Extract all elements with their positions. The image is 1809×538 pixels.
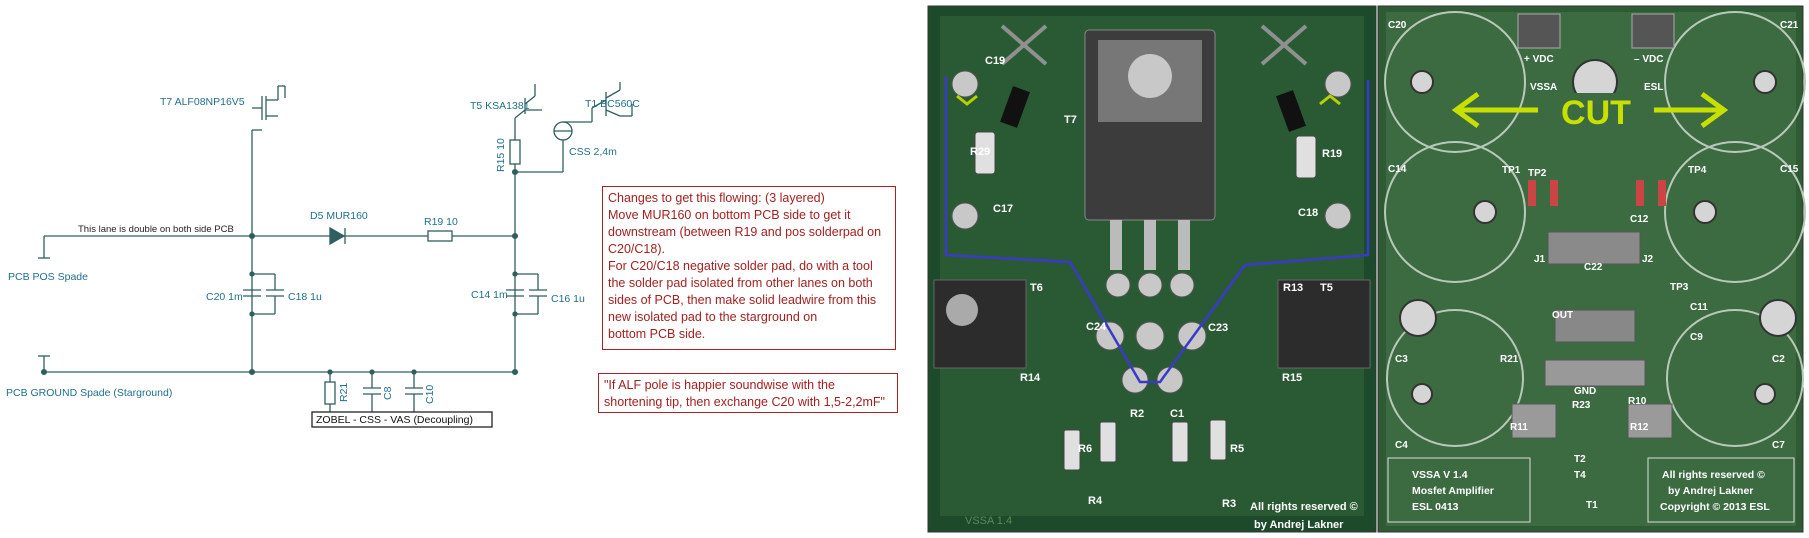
cut-label: CUT xyxy=(1561,94,1631,132)
pcb-label-c21: C21 xyxy=(1780,20,1799,31)
label-c16: C16 1u xyxy=(551,293,585,305)
pcb-label-r19: R19 xyxy=(1322,148,1342,160)
pcb-label-esl: ESL xyxy=(1644,82,1663,93)
change-note-line: bottom PCB side. xyxy=(608,327,706,341)
pcb-label-t6: T6 xyxy=(1030,282,1043,294)
pcb-label-c7: C7 xyxy=(1772,440,1785,451)
change-note-line: new isolated pad to the starground on xyxy=(608,310,818,324)
pcb-label-t2: T2 xyxy=(1574,454,1586,465)
label-ground-spade: PCB GROUND Spade (Starground) xyxy=(6,387,172,399)
pcb-label-r29: R29 xyxy=(970,146,990,158)
pcb-label-c9: C9 xyxy=(1690,332,1703,343)
label-c8: C8 xyxy=(382,386,394,400)
label-zobel-box: ZOBEL - CSS - VAS (Decoupling) xyxy=(316,414,473,426)
pcb-label-c20: C20 xyxy=(1388,20,1407,31)
pcb-label-c1: C1 xyxy=(1170,408,1184,420)
label-d5: D5 MUR160 xyxy=(310,210,368,222)
pcb-label-j2: J2 xyxy=(1642,254,1654,265)
info-right-line-1: All rights reserved © xyxy=(1662,469,1765,481)
pcb-label-c4: C4 xyxy=(1395,440,1408,451)
pcb-label-vdc-pos: + VDC xyxy=(1524,54,1554,65)
change-note-line: C20/C18). xyxy=(608,242,665,256)
pcb-label-r2: R2 xyxy=(1130,408,1144,420)
label-r21: R21 xyxy=(338,383,350,402)
pcb-label-author: by Andrej Lakner xyxy=(1254,519,1344,531)
pcb-label-c22: C22 xyxy=(1584,262,1603,273)
pcb-label-c24: C24 xyxy=(1086,321,1107,333)
pcb-label-c18: C18 xyxy=(1298,207,1318,219)
label-c20: C20 1m xyxy=(206,291,243,303)
pcb-label-r23: R23 xyxy=(1572,400,1591,411)
pcb-label-tp4: TP4 xyxy=(1688,165,1707,176)
pcb-label-t5: T5 xyxy=(1320,282,1333,294)
alf-note-line: "If ALF pole is happier soundwise with t… xyxy=(604,378,835,392)
pcb-label-r3: R3 xyxy=(1222,498,1236,510)
info-left-line-2: Mosfet Amplifier xyxy=(1412,485,1494,497)
pcb-label-r5: R5 xyxy=(1230,443,1244,455)
label-r15: R15 10 xyxy=(495,138,507,172)
change-note-line: the solder pad isolated from other lanes… xyxy=(608,276,873,290)
label-r19: R19 10 xyxy=(424,216,458,228)
info-left-line-1: VSSA V 1.4 xyxy=(1412,469,1468,481)
pcb-label-vdc-neg: – VDC xyxy=(1634,54,1663,65)
pcb-label-r10: R10 xyxy=(1628,396,1647,407)
label-c10: C10 xyxy=(424,385,436,404)
alf-note: "If ALF pole is happier soundwise with t… xyxy=(598,373,898,413)
pcb-label-r14: R14 xyxy=(1020,372,1041,384)
pcb-label-c3: C3 xyxy=(1395,354,1408,365)
info-left-line-3: ESL 0413 xyxy=(1412,501,1459,513)
pcb-label-r15: R15 xyxy=(1282,372,1302,384)
pcb-label-gnd: GND xyxy=(1574,386,1596,397)
label-pos-spade: PCB POS Spade xyxy=(8,271,88,283)
pcb-photo-left: C19 T7 R29 C17 C18 R19 R13 T6 T5 R14 R15… xyxy=(927,5,1377,533)
pcb-label-c2: C2 xyxy=(1772,354,1785,365)
change-note-line: For C20/C18 negative solder pad, do with… xyxy=(608,259,873,273)
change-note-line: sides of PCB, then make solid leadwire f… xyxy=(608,293,877,307)
pcb-label-vssa: VSSA 1.4 xyxy=(965,515,1012,527)
pcb-label-r12: R12 xyxy=(1630,422,1649,433)
label-lane-note: This lane is double on both side PCB xyxy=(78,224,234,235)
pcb-label-r13: R13 xyxy=(1283,282,1303,294)
pcb-label-c19: C19 xyxy=(985,55,1005,67)
change-note-line: downstream (between R19 and pos solderpa… xyxy=(608,225,882,239)
pcb-label-c15: C15 xyxy=(1780,164,1799,175)
label-t7: T7 ALF08NP16V5 xyxy=(160,96,245,108)
pcb-label-c23: C23 xyxy=(1208,322,1228,334)
pcb-label-vssa-top: VSSA xyxy=(1530,82,1557,93)
alf-note-line: shortening tip, then exchange C20 with 1… xyxy=(604,395,885,409)
label-c14: C14 1m xyxy=(471,289,508,301)
pcb-label-t1: T1 xyxy=(1586,500,1598,511)
pcb-label-tp3: TP3 xyxy=(1670,282,1689,293)
pcb-label-t4: T4 xyxy=(1574,470,1586,481)
label-css: CSS 2,4m xyxy=(569,146,617,158)
pcb-label-j1: J1 xyxy=(1534,254,1546,265)
pcb-label-c11: C11 xyxy=(1690,302,1708,313)
schematic xyxy=(38,82,633,428)
label-t5: T5 KSA1381 xyxy=(470,100,530,112)
pcb-photo-right: CUT C20 C21 C14 C15 C3 C2 C4 C7 C9 C11 C… xyxy=(1377,5,1806,533)
info-right-line-2: by Andrej Lakner xyxy=(1668,485,1753,497)
pcb-label-rights: All rights reserved © xyxy=(1250,501,1358,513)
pcb-label-out: OUT xyxy=(1552,310,1573,321)
pcb-label-r21: R21 xyxy=(1500,354,1519,365)
label-c18: C18 1u xyxy=(288,291,322,303)
change-note-line: Changes to get this flowing: (3 layered) xyxy=(608,191,825,205)
pcb-label-r4: R4 xyxy=(1088,495,1103,507)
pcb-label-r11: R11 xyxy=(1510,422,1528,433)
pcb-label-tp1: TP1 xyxy=(1502,165,1521,176)
pcb-label-c14: C14 xyxy=(1388,164,1407,175)
pcb-label-r6: R6 xyxy=(1078,443,1092,455)
change-note-line: Move MUR160 on bottom PCB side to get it xyxy=(608,208,851,222)
info-right-line-3: Copyright © 2013 ESL xyxy=(1660,501,1770,513)
pcb-label-t7: T7 xyxy=(1064,114,1077,126)
pcb-label-tp2: TP2 xyxy=(1528,168,1547,179)
change-note: Changes to get this flowing: (3 layered)… xyxy=(602,186,896,350)
pcb-label-c17: C17 xyxy=(993,203,1013,215)
pcb-label-c12: C12 xyxy=(1630,214,1649,225)
label-t1: T1 BC560C xyxy=(585,98,640,110)
